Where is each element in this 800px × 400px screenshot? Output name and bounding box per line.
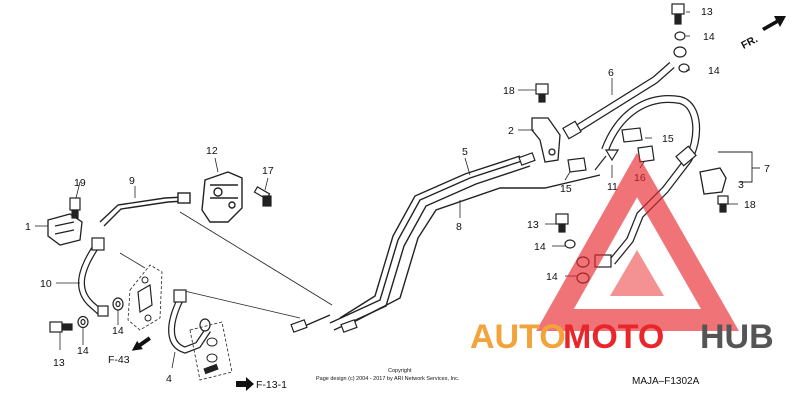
callout-9: 9 [129, 175, 135, 187]
diagram-code: MAJA–F1302A [632, 376, 700, 387]
part-15-clip [567, 127, 643, 173]
callout-14-e: 14 [534, 241, 546, 253]
part-3-bracket [699, 167, 727, 195]
brake-pipe-assembly [299, 155, 601, 331]
callout-14-c: 14 [703, 31, 715, 43]
svg-text:F-13-1: F-13-1 [256, 379, 287, 391]
ref-f131: F-13-1 [236, 377, 287, 391]
svg-text:F-43: F-43 [108, 354, 130, 366]
watermark-text: AUTO MOTO HUB [470, 318, 774, 356]
callout-7-bracket [718, 151, 760, 183]
front-arrow-indicator: FR. [739, 16, 786, 52]
callout-13-c: 13 [527, 219, 539, 231]
part-11-clip [594, 149, 620, 171]
part-4-hose [168, 289, 211, 354]
callout-8: 8 [456, 221, 462, 233]
part-12-valve [201, 171, 243, 223]
callout-18-b: 18 [744, 199, 756, 211]
callout-leaders [35, 11, 738, 369]
part-13-bolt-left [49, 321, 73, 333]
svg-text:Page design (c) 2004 - 2017 by: Page design (c) 2004 - 2017 by ARI Netwo… [316, 376, 460, 382]
part-10-hose [78, 237, 109, 317]
callout-1: 1 [25, 221, 31, 233]
part-18-bolt-top [535, 83, 549, 103]
part-13-bolt-mid [555, 213, 569, 233]
inset-bracket [127, 264, 163, 331]
callout-12: 12 [206, 145, 218, 157]
callout-15-a: 15 [662, 133, 674, 145]
callout-14-d: 14 [708, 65, 720, 77]
copyright-block: Copyright Page design (c) 2004 - 2017 by… [316, 368, 460, 382]
callout-6: 6 [608, 67, 614, 79]
part-1-clamp [47, 213, 83, 246]
svg-text:Copyright: Copyright [388, 368, 412, 374]
ref-f43: F-43 [108, 336, 151, 366]
pipe-fitting-left [290, 152, 536, 333]
callout-2: 2 [508, 125, 514, 137]
washers-top-right [674, 31, 690, 73]
svg-text:FR.: FR. [739, 33, 760, 52]
part-17-bolt [253, 186, 272, 207]
callout-5: 5 [462, 146, 468, 158]
callout-15-b: 15 [560, 183, 572, 195]
callout-19: 19 [74, 177, 86, 189]
part-19-bolt [69, 197, 81, 219]
part-9-pipe [99, 192, 191, 227]
leader-lines [119, 211, 333, 319]
svg-text:MOTO: MOTO [563, 318, 664, 356]
inset-bottom [189, 321, 233, 381]
callout-11: 11 [607, 181, 618, 193]
part-6-hose [562, 46, 687, 140]
watermark-logo [536, 152, 739, 331]
callout-17: 17 [262, 165, 274, 177]
callout-4: 4 [166, 373, 172, 385]
part-18-bolt-right [717, 195, 729, 213]
part-13-bolt-top [671, 3, 685, 25]
callout-13-a: 13 [53, 357, 65, 369]
callout-14-a: 14 [112, 325, 124, 337]
callout-18-a: 18 [503, 85, 515, 97]
callout-14-f: 14 [546, 271, 558, 283]
part-7-hose [594, 95, 701, 268]
washers-left [77, 297, 124, 329]
callout-7: 7 [764, 163, 770, 175]
callout-14-b: 14 [77, 345, 89, 357]
svg-text:AUTO: AUTO [470, 318, 566, 356]
callout-3: 3 [738, 179, 744, 191]
svg-text:HUB: HUB [700, 318, 774, 356]
part-2-bracket [531, 117, 561, 163]
callout-13-b: 13 [701, 6, 713, 18]
callout-10: 10 [40, 278, 52, 290]
